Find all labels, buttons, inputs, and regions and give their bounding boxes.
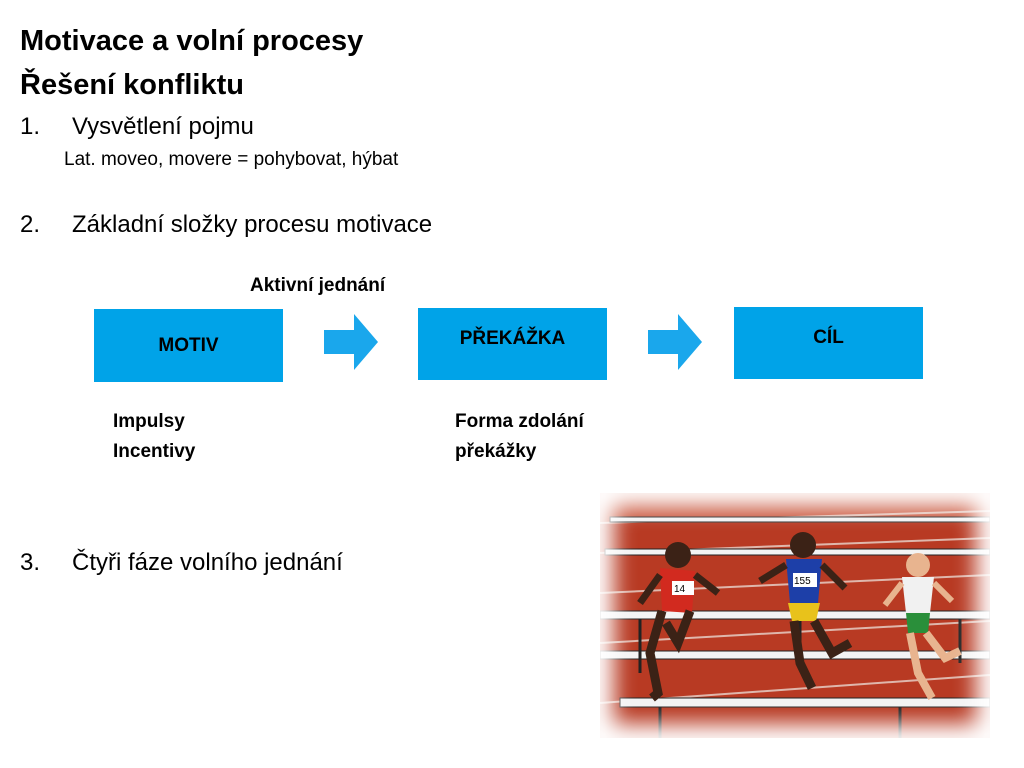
bib-number: 14	[674, 584, 686, 595]
list-item-number: 3.	[20, 549, 41, 576]
list-item-number: 2.	[20, 211, 41, 238]
prekazka-note-1: Forma zdolání	[455, 411, 584, 432]
list-item-text: Čtyři fáze volního jednání	[72, 549, 343, 576]
slide-title-line2: Řešení konfliktu	[20, 69, 244, 101]
hurdles-illustration: 14 155	[600, 493, 990, 738]
diagram-box-prekazka: PŘEKÁŽKA	[418, 308, 607, 380]
list-item-1-subtext: Lat. moveo, movere = pohybovat, hýbat	[64, 149, 399, 170]
arrow-right-icon	[324, 314, 378, 370]
list-item-3: 3. Čtyři fáze volního jednání	[20, 548, 440, 578]
bib-number: 155	[794, 576, 811, 587]
diagram-box-label: CÍL	[813, 327, 844, 348]
slide-title-line1: Motivace a volní procesy	[20, 25, 364, 57]
motiv-note-1: Impulsy	[113, 411, 185, 432]
diagram-box-cil: CÍL	[734, 307, 923, 379]
diagram-box-motiv: MOTIV	[94, 309, 283, 382]
diagram-top-label: Aktivní jednání	[250, 275, 386, 296]
list-item-1: 1. Vysvětlení pojmu	[20, 112, 420, 142]
list-item-text: Základní složky procesu motivace	[72, 211, 433, 238]
prekazka-note-2: překážky	[455, 441, 537, 462]
motiv-note-2: Incentivy	[113, 441, 196, 462]
list-item-2: 2. Základní složky procesu motivace	[20, 210, 540, 240]
arrow-right-icon	[648, 314, 702, 370]
list-item-text: Vysvětlení pojmu	[72, 113, 254, 140]
diagram-box-label: PŘEKÁŽKA	[459, 328, 566, 349]
diagram-box-label: MOTIV	[158, 334, 219, 356]
list-item-number: 1.	[20, 113, 41, 140]
hurdles-photo: 14 155	[600, 493, 990, 738]
